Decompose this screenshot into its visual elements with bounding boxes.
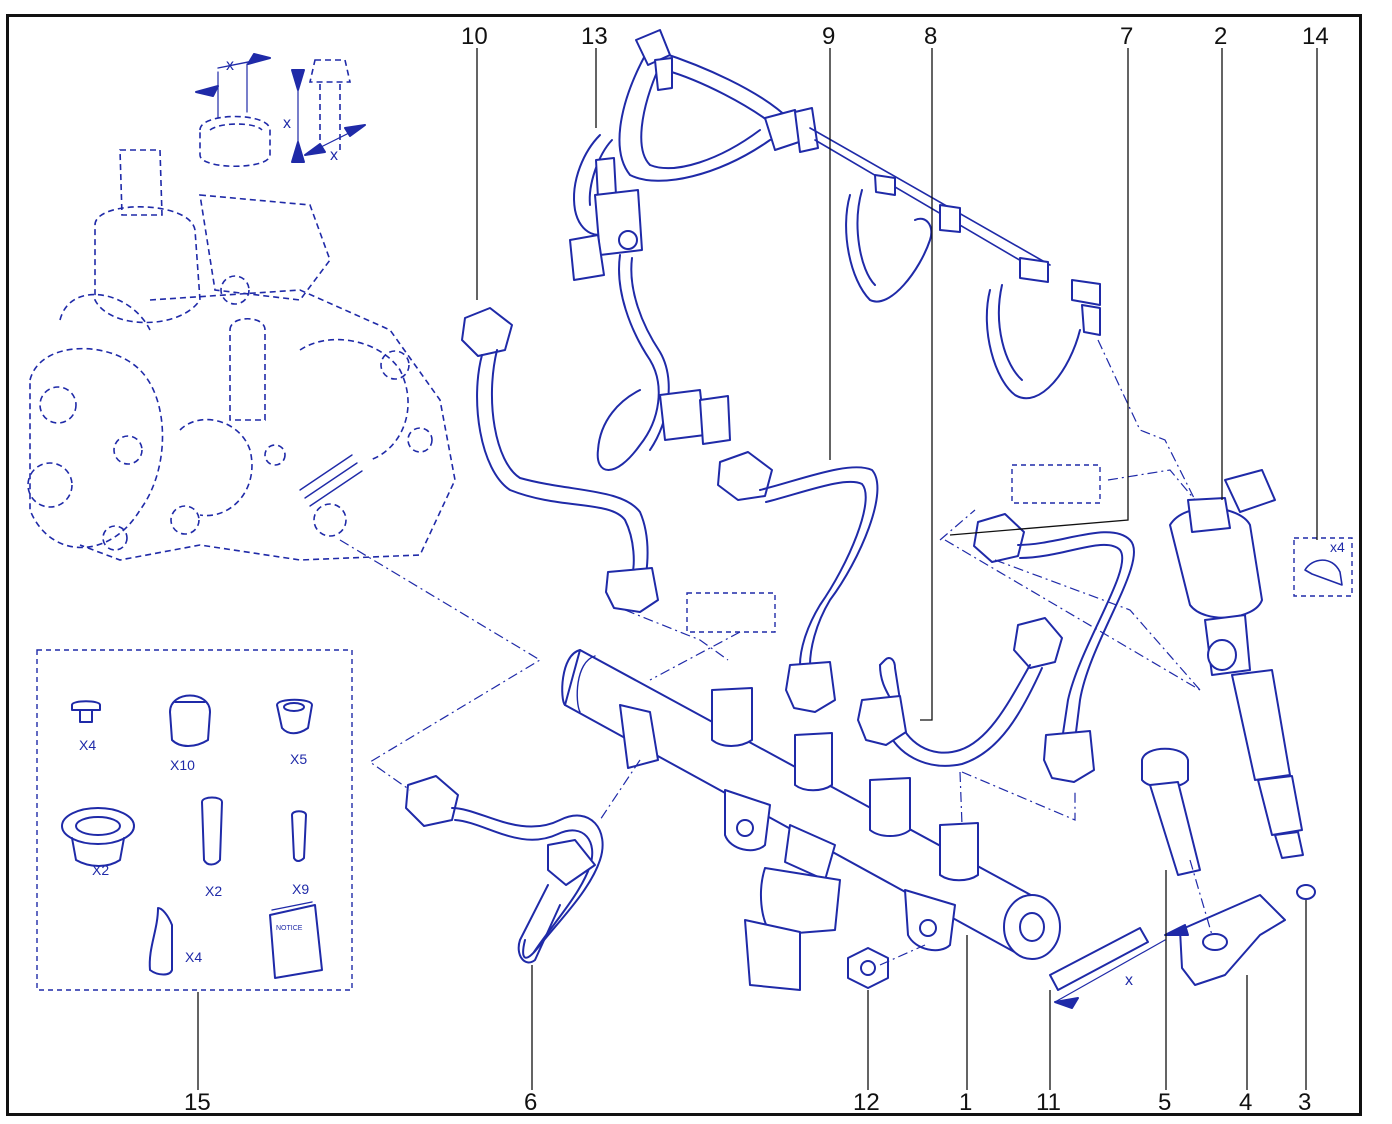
dimension-detail-nut-and-bolt: x x x	[195, 53, 366, 168]
high-pressure-pipe-8	[857, 617, 1063, 767]
kit-qty-5: X2	[205, 883, 222, 899]
callout-13: 13	[581, 23, 608, 50]
callout-4: 4	[1239, 1089, 1252, 1116]
callout-8: 8	[924, 23, 937, 50]
injector-clamp	[1164, 894, 1286, 986]
hex-nut	[847, 947, 889, 989]
leader-lines	[197, 48, 1318, 1090]
kit-qty-7: X4	[185, 949, 202, 965]
diagram-frame	[6, 14, 1362, 1116]
fuel-injector	[1107, 469, 1304, 859]
dimension-label-x: x	[330, 147, 338, 164]
callout-1: 1	[959, 1089, 972, 1116]
high-pressure-pipe-9	[717, 451, 879, 713]
callout-6: 6	[524, 1089, 537, 1116]
threaded-stud: x	[1049, 927, 1166, 1009]
kit-qty-6: X9	[292, 881, 309, 897]
assembly-lines	[339, 509, 1213, 966]
copper-washer	[1296, 884, 1316, 900]
kit-qty-2: X10	[170, 757, 195, 773]
callout-15: 15	[184, 1089, 211, 1116]
callout-12: 12	[853, 1089, 880, 1116]
dimension-label-x: x	[1125, 972, 1133, 989]
common-rail	[561, 649, 1061, 991]
high-pressure-pipe-6	[405, 775, 604, 964]
high-pressure-pump	[27, 149, 456, 561]
injector-clip: x4	[1293, 537, 1353, 597]
kit-qty-1: X4	[79, 737, 96, 753]
clamp-bolt	[1141, 747, 1201, 876]
callout-7: 7	[1120, 23, 1133, 50]
dimension-label-x: x	[283, 115, 291, 132]
callout-14: 14	[1302, 23, 1329, 50]
dimension-label-x: x	[226, 57, 234, 74]
callout-10: 10	[461, 23, 488, 50]
callout-numbers: 10 13 9 8 7 2 14 15 6 12 1 11 5 4 3	[184, 23, 1329, 1116]
callout-5: 5	[1158, 1089, 1171, 1116]
notice-booklet-label: NOTICE	[276, 925, 303, 932]
kit-qty-3: X5	[290, 751, 307, 767]
service-kit: X4 X10 X5 X2 X2 X9 X4 NOTICE	[36, 649, 353, 991]
callout-11: 11	[1036, 1089, 1061, 1116]
callout-3: 3	[1298, 1089, 1311, 1116]
clip-quantity: x4	[1330, 539, 1345, 555]
fuel-return-hose	[569, 29, 1196, 501]
high-pressure-pipe-10	[461, 307, 659, 613]
kit-qty-4: X2	[92, 862, 109, 878]
reference-box	[1011, 464, 1101, 504]
reference-box	[686, 592, 776, 633]
callout-9: 9	[822, 23, 835, 50]
high-pressure-pipe-7	[973, 513, 1136, 783]
callout-2: 2	[1214, 23, 1227, 50]
